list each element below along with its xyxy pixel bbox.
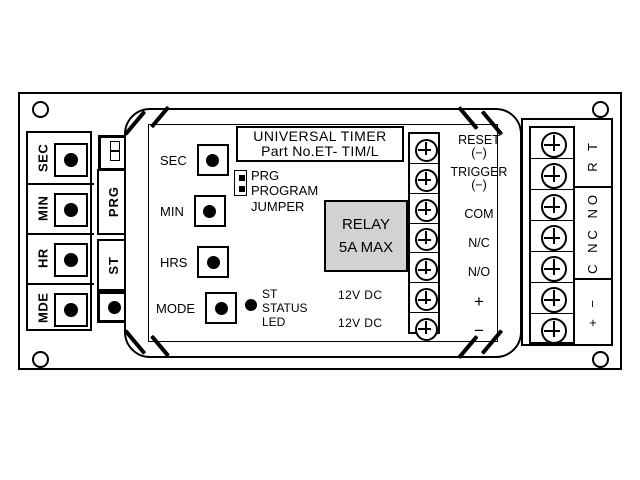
- right-terminal-cell[interactable]: [531, 190, 573, 221]
- right-group-relay: C NC NO: [573, 186, 611, 280]
- screw-terminal-icon[interactable]: [541, 163, 567, 189]
- left-keypad-panel: SEC MIN HR MDE: [26, 131, 94, 333]
- terminal-cell[interactable]: [410, 313, 438, 342]
- inner-terminal-strip: [408, 132, 440, 341]
- pcb-label-min: MIN: [160, 203, 184, 219]
- terminal-label-no: N/O: [467, 265, 491, 279]
- right-screw-column: [529, 126, 575, 344]
- mounting-hole-bottom-right: [592, 351, 609, 368]
- keypad-cell-mde[interactable]: MDE: [28, 283, 94, 333]
- terminal-label-reset: RESET (−): [458, 133, 500, 160]
- screw-terminal-icon[interactable]: [414, 317, 438, 341]
- pcb-button-mode[interactable]: [205, 292, 237, 324]
- pcb-label-sec: SEC: [160, 152, 187, 168]
- right-group-label-relay: C NC NO: [584, 190, 600, 274]
- screw-terminal-icon[interactable]: [541, 287, 567, 313]
- pcb-status-led-icon: [245, 299, 257, 311]
- product-title-box: UNIVERSAL TIMER Part No.ET- TIM/L: [236, 126, 404, 162]
- right-group-label-rt: R T: [584, 138, 600, 172]
- right-terminal-cell[interactable]: [531, 283, 573, 314]
- relay-title: RELAY: [341, 216, 391, 233]
- keypad-button-sec[interactable]: [54, 143, 88, 177]
- pcb-jumper-pin-2: [238, 186, 245, 192]
- st-label-box: ST: [97, 239, 129, 291]
- screw-terminal-icon[interactable]: [414, 198, 438, 222]
- terminal-label-trigger: TRIGGER (−): [450, 165, 508, 192]
- power-label-1: 12V DC: [338, 288, 383, 302]
- prg-st-column: PRG ST: [96, 131, 131, 331]
- status-led-line3: LED: [262, 314, 286, 329]
- right-terminal-block: R T C NC NO + −: [521, 118, 613, 346]
- right-group-label-power: + −: [584, 295, 600, 327]
- terminal-cell[interactable]: [410, 253, 438, 284]
- screw-terminal-icon[interactable]: [414, 168, 438, 192]
- pcb-jumper-pin-1: [238, 175, 245, 181]
- screw-terminal-icon[interactable]: [414, 138, 438, 162]
- keypad-button-hr[interactable]: [54, 243, 88, 277]
- right-group-rt: R T: [573, 124, 611, 188]
- keypad-cell-min[interactable]: MIN: [28, 183, 94, 235]
- jumper-pin-2: [110, 151, 120, 161]
- pcb-label-hrs: HRS: [160, 254, 188, 270]
- pcb-status-led-caption: ST STATUS LED: [262, 287, 308, 330]
- screw-terminal-icon[interactable]: [541, 225, 567, 251]
- terminal-cell[interactable]: [410, 283, 438, 314]
- keypad-cell-hr[interactable]: HR: [28, 233, 94, 285]
- screw-terminal-icon[interactable]: [414, 228, 438, 252]
- product-part-number: Part No.ET- TIM/L: [261, 143, 379, 159]
- screw-terminal-icon[interactable]: [541, 256, 567, 282]
- pcb-program-jumper[interactable]: [234, 170, 247, 196]
- screw-terminal-icon[interactable]: [541, 132, 567, 158]
- screw-terminal-icon[interactable]: [414, 288, 438, 312]
- power-label-2: 12V DC: [338, 316, 383, 330]
- terminal-cell[interactable]: [410, 134, 438, 164]
- pcb-button-sec[interactable]: [196, 144, 229, 176]
- screw-terminal-icon[interactable]: [414, 258, 438, 282]
- terminal-label-positive: +: [474, 292, 484, 311]
- pcb-jumper-line1: PRG: [251, 168, 280, 183]
- pcb-jumper-line2: PROGRAM: [251, 183, 319, 199]
- pcb-label-mode: MODE: [156, 300, 195, 316]
- right-terminal-cell[interactable]: [531, 314, 573, 344]
- st-label: ST: [105, 255, 121, 275]
- relay-rating: 5A MAX: [338, 239, 394, 256]
- right-terminal-cell[interactable]: [531, 159, 573, 190]
- mounting-hole-bottom-left: [32, 351, 49, 368]
- pcb-button-row-sec[interactable]: SEC: [160, 144, 229, 176]
- pcb-button-row-hrs[interactable]: HRS: [160, 246, 230, 278]
- jumper-pin-1: [110, 141, 120, 151]
- pcb-button-hrs[interactable]: [197, 246, 230, 278]
- terminal-cell[interactable]: [410, 224, 438, 254]
- pcb-button-row-mode[interactable]: MODE: [156, 292, 237, 324]
- right-group-power: + −: [573, 278, 611, 344]
- terminal-label-nc: N/C: [468, 236, 490, 250]
- keypad-button-mde[interactable]: [54, 293, 88, 327]
- keypad-cell-sec[interactable]: SEC: [28, 133, 94, 185]
- mounting-hole-top-left: [32, 101, 49, 118]
- pcb-button-row-min[interactable]: MIN: [160, 195, 226, 227]
- terminal-label-com: COM: [464, 207, 494, 221]
- keypad-button-min[interactable]: [54, 193, 88, 227]
- status-led-line2: STATUS: [262, 300, 308, 315]
- pcb-jumper-caption: PRG PROGRAM JUMPER: [251, 168, 318, 214]
- product-title: UNIVERSAL TIMER: [253, 128, 387, 145]
- right-terminal-cell[interactable]: [531, 252, 573, 283]
- pcb-jumper-line3: JUMPER: [251, 198, 305, 214]
- relay-component: RELAY 5A MAX: [324, 200, 408, 272]
- terminal-cell[interactable]: [410, 164, 438, 194]
- mounting-hole-top-right: [592, 101, 609, 118]
- terminal-label-negative: −: [474, 321, 484, 340]
- screw-terminal-icon[interactable]: [541, 318, 567, 344]
- terminal-cell[interactable]: [410, 194, 438, 224]
- right-terminal-cell[interactable]: [531, 221, 573, 252]
- pcb-button-min[interactable]: [193, 195, 226, 227]
- right-terminal-cell[interactable]: [531, 128, 573, 159]
- screw-terminal-icon[interactable]: [541, 194, 567, 220]
- prg-label: PRG: [105, 186, 121, 218]
- status-led-line1: ST: [262, 287, 278, 301]
- prg-label-box: PRG: [97, 169, 129, 235]
